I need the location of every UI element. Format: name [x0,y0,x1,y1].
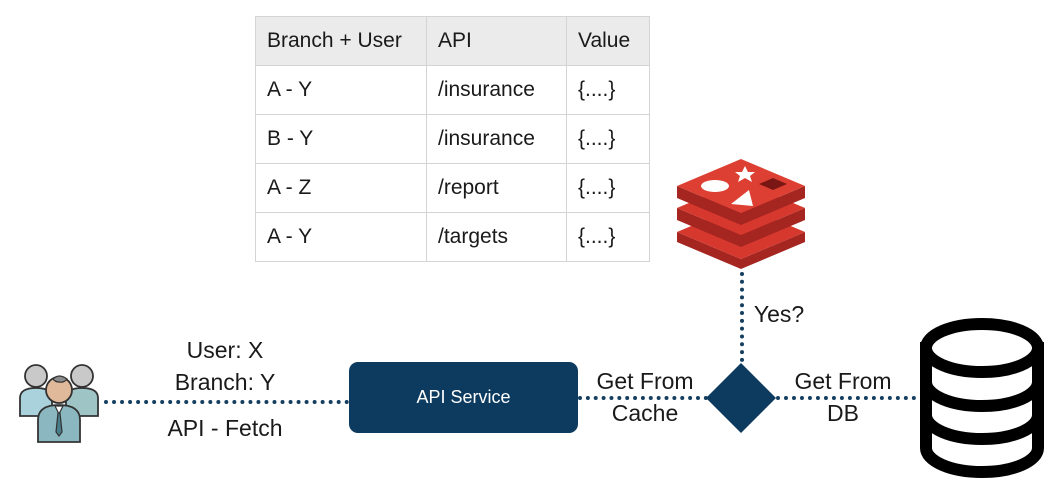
redis-icon [677,159,805,269]
table-cell: /report [426,163,567,213]
table-row: A - Y /targets {....} [255,212,650,262]
table-header-cell: Value [566,16,650,66]
service-to-decision-connector [578,396,708,400]
decision-diamond [706,363,776,433]
decision-to-db-connector [776,396,916,400]
table-cell: /insurance [426,114,567,164]
cache-edge-label-line2: Cache [611,400,679,426]
table-cell: {....} [566,163,650,213]
table-cell: {....} [566,65,650,115]
db-edge-label-line1: Get From [794,368,892,394]
api-service-node: API Service [349,362,578,433]
table-cell: A - Z [255,163,427,213]
table-header-cell: Branch + User [255,16,427,66]
users-group-icon [19,364,99,443]
api-service-label: API Service [416,387,511,407]
table-cell: /targets [426,212,567,262]
request-api-label: API - Fetch [167,415,283,441]
table-header-row: Branch + User API Value [255,16,650,66]
cache-table: Branch + User API Value A - Y /insurance… [255,16,650,262]
table-row: B - Y /insurance {....} [255,114,650,164]
decision-to-cache-connector [740,272,744,362]
database-icon [920,318,1044,478]
table-cell: A - Y [255,65,427,115]
table-cell: B - Y [255,114,427,164]
table-cell: {....} [566,114,650,164]
table-cell: /insurance [426,65,567,115]
table-header-cell: API [426,16,567,66]
cache-edge-label-line1: Get From [596,368,694,394]
request-branch-label: Branch: Y [174,369,276,395]
request-user-label: User: X [186,337,264,363]
table-row: A - Y /insurance {....} [255,65,650,115]
table-row: A - Z /report {....} [255,163,650,213]
users-to-service-connector [104,400,349,404]
decision-label: Yes? [753,301,805,327]
table-cell: A - Y [255,212,427,262]
db-edge-label-line2: DB [827,400,859,426]
table-cell: {....} [566,212,650,262]
